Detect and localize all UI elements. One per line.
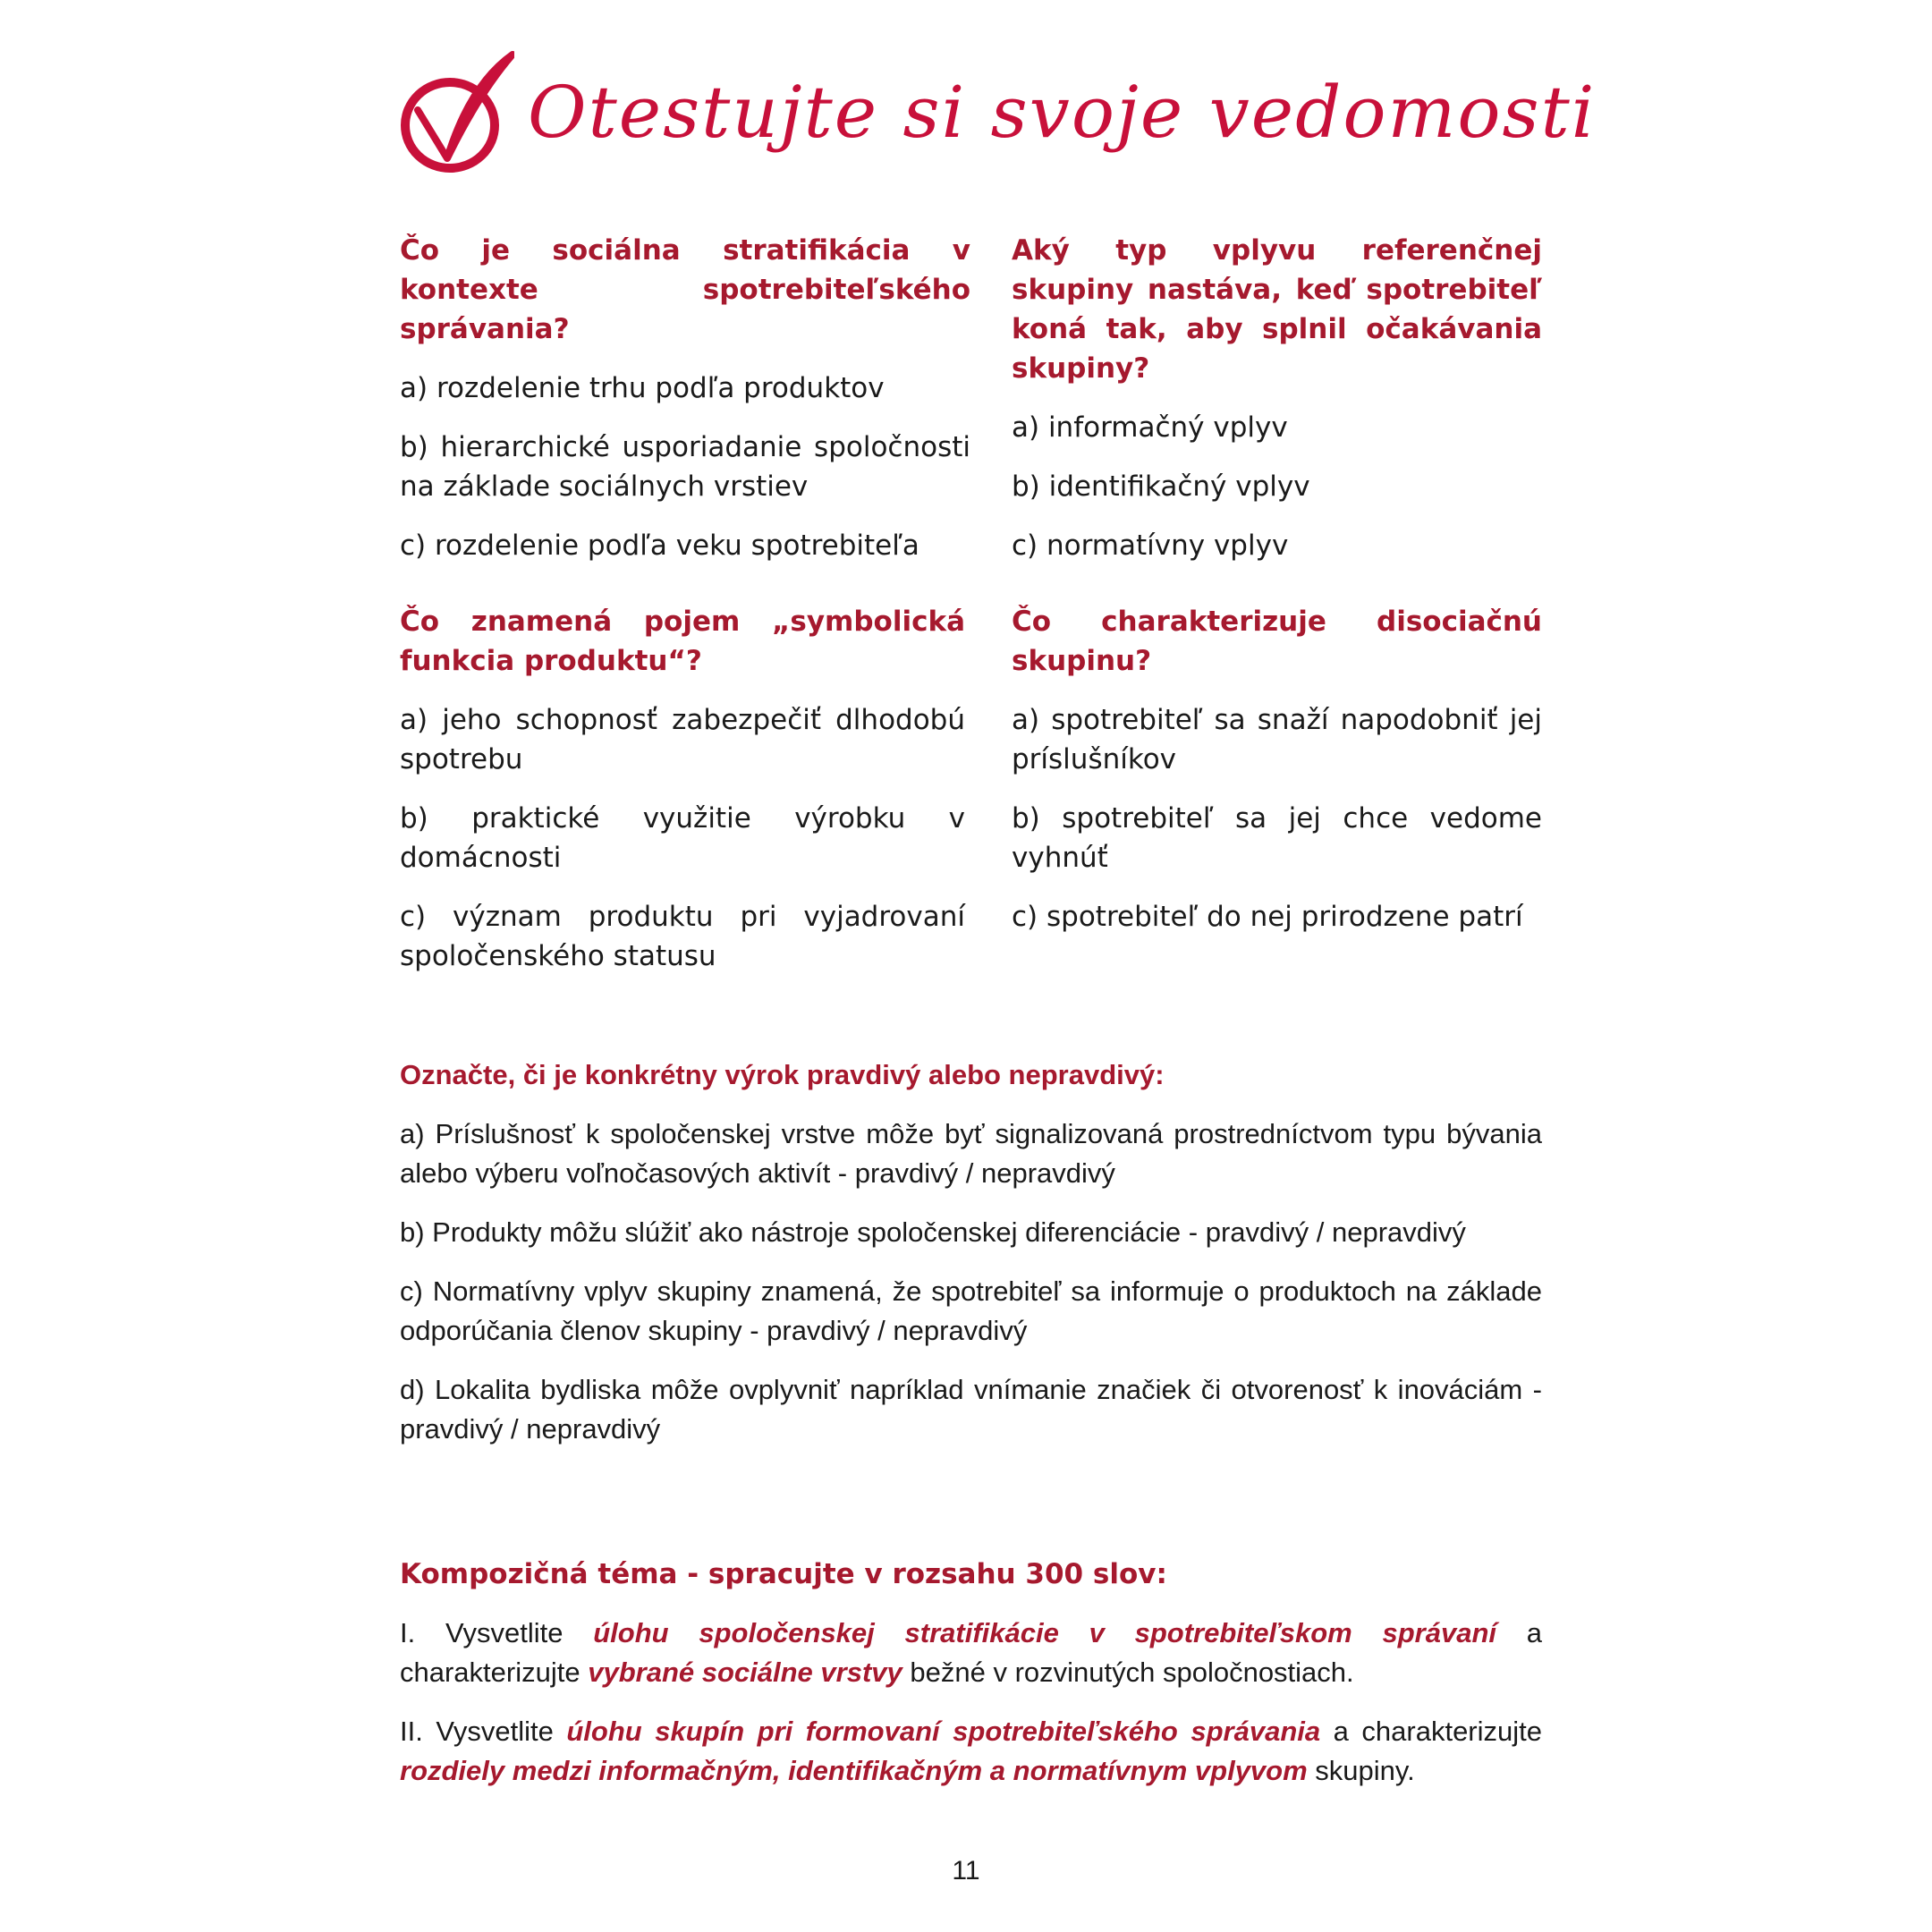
essay-topic-2: II. Vysvetlite úlohu skupín pri formovan… (400, 1712, 1542, 1791)
checkmark-icon (401, 51, 514, 173)
statement: c) Normatívny vplyv skupiny znamená, že … (400, 1275, 1542, 1346)
option: b) praktické využitie výrobku v domácnos… (400, 802, 965, 874)
section-heading: Označte, či je konkrétny výrok pravdivý … (400, 1059, 1165, 1090)
page-number: 11 (952, 1856, 980, 1885)
emphasis: úlohu skupín pri formovaní spotrebiteľsk… (566, 1716, 1321, 1747)
option: a) jeho schopnosť zabezpečiť dlhodobú sp… (400, 704, 965, 775)
option: b) spotrebiteľ sa jej chce vedome vyhnúť (1012, 802, 1542, 874)
question-text: Čo charakterizuje disociačnú skupinu? (1012, 606, 1542, 677)
option: a) spotrebiteľ sa snaží napodobniť jej p… (1012, 704, 1542, 775)
question-3: Čo znamená pojem „symbolická funkcia pro… (400, 602, 965, 996)
option: c) rozdelenie podľa veku spotrebiteľa (400, 530, 919, 562)
emphasis: vybrané sociálne vrstvy (588, 1657, 902, 1688)
option: c) spotrebiteľ do nej prirodzene patrí (1012, 901, 1523, 933)
page-title: Otestujte si svoje vedomosti (528, 70, 1597, 154)
text: bežné v rozvinutých spoločnostiach. (902, 1657, 1354, 1688)
statement: b) Produkty môžu slúžiť ako nástroje spo… (400, 1216, 1466, 1248)
question-text: Čo znamená pojem „symbolická funkcia pro… (400, 606, 965, 677)
question-4: Čo charakterizuje disociačnú skupinu? a)… (1012, 602, 1542, 956)
question-1: Čo je sociálna stratifikácia v kontexte … (400, 231, 970, 585)
text: a charakterizujte (400, 1617, 1542, 1688)
emphasis: rozdiely medzi informačným, identifikačn… (400, 1755, 1308, 1786)
question-2: Aký typ vplyvu referenčnej skupiny nastá… (1012, 231, 1542, 585)
option: c) význam produktu pri vyjadrovaní spolo… (400, 901, 965, 972)
text: II. Vysvetlite (400, 1716, 567, 1747)
section-heading: Kompozičná téma - spracujte v rozsahu 30… (400, 1558, 1167, 1590)
statement: d) Lokalita bydliska môže ovplyvniť napr… (400, 1374, 1542, 1445)
option: b) identifikačný vplyv (1012, 470, 1310, 503)
text: skupiny. (1307, 1755, 1415, 1786)
text: I. Vysvetlite (400, 1617, 594, 1648)
question-text: Čo je sociálna stratifikácia v kontexte … (400, 234, 970, 345)
essay-section: Kompozičná téma - spracujte v rozsahu 30… (400, 1555, 1542, 1810)
option: c) normatívny vplyv (1012, 530, 1289, 562)
true-false-section: Označte, či je konkrétny výrok pravdivý … (400, 1055, 1542, 1469)
essay-topic-1: I. Vysvetlite úlohu spoločenskej stratif… (400, 1614, 1542, 1692)
page-header: Otestujte si svoje vedomosti (398, 49, 1596, 174)
question-text: Aký typ vplyvu referenčnej skupiny nastá… (1012, 234, 1542, 385)
option: a) informačný vplyv (1012, 411, 1288, 444)
text: a charakterizujte (1320, 1716, 1542, 1747)
option: a) rozdelenie trhu podľa produktov (400, 372, 885, 404)
statement: a) Príslušnosť k spoločenskej vrstve môž… (400, 1118, 1542, 1189)
option: b) hierarchické usporiadanie spoločnosti… (400, 431, 970, 503)
emphasis: úlohu spoločenskej stratifikácie v spotr… (593, 1617, 1496, 1648)
